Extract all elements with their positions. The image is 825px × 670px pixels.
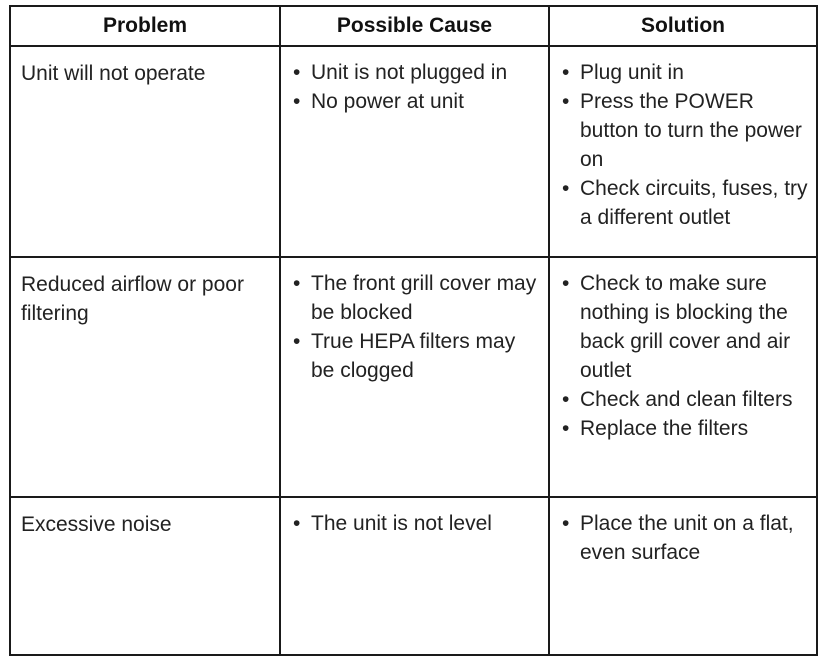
cause-text: The unit is not level [311,512,492,535]
cause-list: • Unit is not plugged in • No power at uni… [281,47,548,116]
cause-list: • The unit is not level [281,498,548,538]
problem-text: Reduced airflow or poor filtering [21,273,244,325]
solution-text: Check circuits, fuses, try a different o… [580,177,808,229]
bullet: • [562,417,570,440]
cause-cell: • The front grill cover may be blocked • T… [279,256,550,498]
bullet: • [562,90,570,113]
cause-item: • True HEPA filters may be clogged [291,327,540,385]
cause-cell: • Unit is not plugged in • No power at uni… [279,45,550,258]
solution-item: • Check circuits, fuses, try a different … [560,174,808,232]
solution-item: • Place the unit on a flat, even surface [560,509,808,567]
table-row: Excessive noise • The unit is not level •… [9,496,818,656]
troubleshooting-table: Problem Possible Cause Solution Unit wil… [9,5,818,656]
solution-list: • Check to make sure nothing is blocking … [550,258,816,443]
problem-cell: Reduced airflow or poor filtering [9,256,281,498]
problem-text: Unit will not operate [21,62,206,85]
problem-cell: Excessive noise [9,496,281,656]
problem-text: Excessive noise [21,513,172,536]
cause-text: The front grill cover may be blocked [311,272,537,324]
bullet: • [293,512,301,535]
solution-cell: • Check to make sure nothing is blocking … [548,256,818,498]
cause-cell: • The unit is not level [279,496,550,656]
bullet: • [562,388,570,411]
solution-text: Place the unit on a flat, even surface [580,512,794,564]
bullet: • [293,272,301,295]
cause-item: • The unit is not level [291,509,540,538]
solution-list: • Plug unit in • Press the POWER button to… [550,47,816,232]
solution-item: • Plug unit in [560,58,808,87]
header-problem: Problem [9,5,281,47]
cause-item: • Unit is not plugged in [291,58,540,87]
bullet: • [293,61,301,84]
bullet: • [562,512,570,535]
bullet: • [293,330,301,353]
bullet: • [562,177,570,200]
cause-text: True HEPA filters may be clogged [311,330,516,382]
solution-text: Plug unit in [580,61,684,84]
solution-cell: • Plug unit in • Press the POWER button to… [548,45,818,258]
solution-text: Replace the filters [580,417,749,440]
cause-item: • No power at unit [291,87,540,116]
table-row: Unit will not operate • Unit is not plugg… [9,45,818,258]
solution-text: Press the POWER button to turn the power… [580,90,802,171]
bullet: • [562,61,570,84]
solution-text: Check and clean filters [580,388,793,411]
header-possible-cause: Possible Cause [279,5,550,47]
solution-item: • Check to make sure nothing is blocking … [560,269,808,385]
header-row: Problem Possible Cause Solution [9,5,818,47]
cause-text: Unit is not plugged in [311,61,508,84]
solution-list: • Place the unit on a flat, even surface [550,498,816,567]
bullet: • [562,272,570,295]
header-solution: Solution [548,5,818,47]
solution-item: • Press the POWER button to turn the powe… [560,87,808,174]
cause-list: • The front grill cover may be blocked • T… [281,258,548,385]
table-row: Reduced airflow or poor filtering • The f… [9,256,818,498]
problem-cell: Unit will not operate [9,45,281,258]
bullet: • [293,90,301,113]
solution-item: • Check and clean filters [560,385,808,414]
cause-text: No power at unit [311,90,464,113]
solution-cell: • Place the unit on a flat, even surface [548,496,818,656]
solution-text: Check to make sure nothing is blocking t… [580,272,791,382]
solution-item: • Replace the filters [560,414,808,443]
cause-item: • The front grill cover may be blocked [291,269,540,327]
